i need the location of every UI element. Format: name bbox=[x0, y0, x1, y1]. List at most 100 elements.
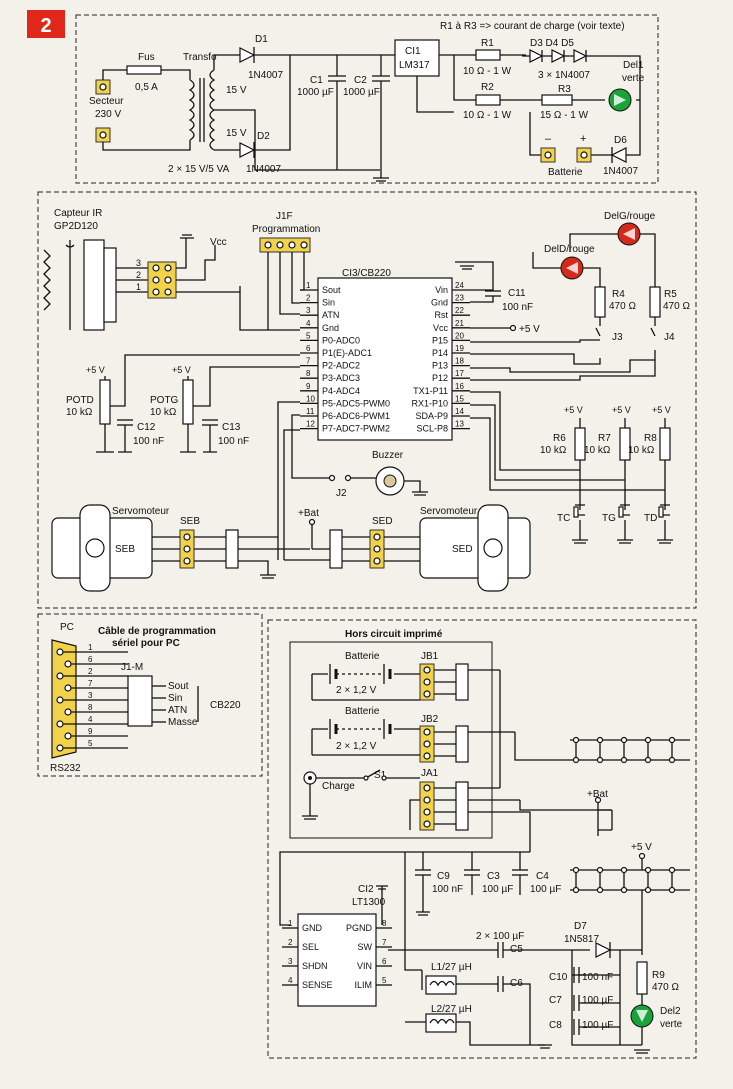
chip-pin-number: 9 bbox=[306, 382, 311, 391]
td-label: TD bbox=[644, 513, 657, 524]
chip-pin-label: SCL-P8 bbox=[416, 424, 448, 434]
potg-label: POTG bbox=[150, 395, 179, 406]
d345-labels: D3 D4 D5 bbox=[530, 38, 574, 49]
r6-label: R6 bbox=[553, 433, 566, 444]
c10-value: 100 nF bbox=[582, 972, 613, 983]
chip-pin-label: P13 bbox=[432, 361, 448, 371]
pc-label: PC bbox=[60, 622, 74, 633]
chip-pin-number: 11 bbox=[306, 407, 315, 416]
db9-pin-number: 6 bbox=[88, 655, 93, 664]
chip-pin-number: 18 bbox=[455, 357, 464, 366]
chip-pin-number: 3 bbox=[306, 306, 311, 315]
r8-label: R8 bbox=[644, 433, 657, 444]
d6-label: D6 bbox=[614, 135, 627, 146]
del2-label: Del2 bbox=[660, 1006, 681, 1017]
r7-label: R7 bbox=[598, 433, 611, 444]
chip-pin-number: 14 bbox=[455, 407, 464, 416]
chip-pin-number: 12 bbox=[306, 420, 315, 429]
chip-pin-label: P2-ADC2 bbox=[322, 361, 360, 371]
chip-pin-label: TX1-P11 bbox=[413, 386, 448, 396]
potd-value: 10 kΩ bbox=[66, 407, 93, 418]
lt-pin-number: 6 bbox=[382, 957, 387, 966]
batt2-value: 2 × 1,2 V bbox=[336, 741, 377, 752]
d2-label: D2 bbox=[257, 131, 270, 142]
db9-pin-number: 2 bbox=[88, 667, 93, 676]
transfo-rating: 2 × 15 V/5 VA bbox=[168, 164, 230, 175]
chip-pin-label: P3-ADC3 bbox=[322, 373, 360, 383]
chip-pin-number: 21 bbox=[455, 319, 464, 328]
cable-signal-label: Masse bbox=[168, 717, 198, 728]
serial-cable-section: Câble de programmation sériel pour PC PC… bbox=[37, 613, 263, 777]
batt2-label: Batterie bbox=[345, 706, 380, 717]
ja1-label: JA1 bbox=[421, 768, 439, 779]
lt1300-chip bbox=[297, 913, 377, 1007]
chip-pin-label: P4-ADC4 bbox=[322, 386, 360, 396]
s1-label: S1 bbox=[374, 770, 387, 781]
r1-value: 10 Ω - 1 W bbox=[463, 66, 512, 77]
cb220-label: CB220 bbox=[210, 700, 241, 711]
chip-pin-number: 24 bbox=[455, 281, 464, 290]
d1-label: D1 bbox=[255, 34, 268, 45]
potd-label: POTD bbox=[66, 395, 94, 406]
r4-label: R4 bbox=[612, 289, 625, 300]
chip-pin-number: 20 bbox=[455, 331, 464, 340]
chip-label: CI3/CB220 bbox=[342, 268, 391, 279]
chip-pin-number: 10 bbox=[306, 394, 315, 403]
tg-label: TG bbox=[602, 513, 616, 524]
chip-pin-label: Sin bbox=[322, 298, 335, 308]
chip-pin-number: 13 bbox=[455, 420, 464, 429]
chip-pin-label: Gnd bbox=[431, 298, 448, 308]
plus5v-label: +5 V bbox=[519, 324, 540, 335]
j1f-label: J1F bbox=[276, 211, 293, 222]
delg-label: DelG/rouge bbox=[604, 211, 656, 222]
c13-label: C13 bbox=[222, 422, 241, 433]
batt1-label: Batterie bbox=[345, 651, 380, 662]
cable-title-1: Câble de programmation bbox=[98, 626, 216, 637]
db9-pin bbox=[56, 744, 64, 752]
r3-label: R3 bbox=[558, 84, 571, 95]
ir-pin-1: 1 bbox=[136, 282, 141, 292]
c12-value: 100 nF bbox=[133, 436, 164, 447]
programmation-label: Programmation bbox=[252, 224, 320, 235]
chip-pin-number: 16 bbox=[455, 382, 464, 391]
secondary-voltage-1: 15 V bbox=[226, 85, 247, 96]
r5-label: R5 bbox=[664, 289, 677, 300]
l1-label: L1/27 µH bbox=[431, 962, 472, 973]
seb-connector-label: SEB bbox=[180, 516, 200, 527]
battery-minus: – bbox=[545, 133, 552, 145]
chip-pin-label: P12 bbox=[432, 373, 448, 383]
c8-value: 100 µF bbox=[582, 1020, 613, 1031]
main-controller-section: Capteur IR GP2D120 3 2 1 Vcc J1F Program… bbox=[37, 191, 697, 609]
d2-type: 1N4007 bbox=[246, 164, 281, 175]
chip-pin-label: SDA-P9 bbox=[415, 411, 448, 421]
lt-pin-label: SHDN bbox=[302, 961, 328, 971]
secteur-label: Secteur bbox=[89, 96, 124, 107]
jumper-array bbox=[570, 736, 690, 894]
potg-value: 10 kΩ bbox=[150, 407, 177, 418]
d345-value: 3 × 1N4007 bbox=[538, 70, 590, 81]
jb2-label: JB2 bbox=[421, 714, 439, 725]
c2-label: C2 bbox=[354, 75, 367, 86]
r4-value: 470 Ω bbox=[609, 301, 636, 312]
lt-pin-number: 5 bbox=[382, 976, 387, 985]
j2-label: J2 bbox=[336, 488, 347, 499]
cable-signal-label: Sin bbox=[168, 693, 182, 704]
lower-power-section: Hors circuit imprimé Batterie 2 × 1,2 V … bbox=[267, 619, 697, 1059]
d6-type: 1N4007 bbox=[603, 166, 638, 177]
servo-left-label: Servomoteur bbox=[112, 506, 170, 517]
c11-value: 100 nF bbox=[502, 302, 533, 313]
j1m-label: J1-M bbox=[121, 662, 143, 673]
battery-plus: + bbox=[580, 133, 586, 145]
chip-pin-number: 5 bbox=[306, 331, 311, 340]
d7-type: 1N5817 bbox=[564, 934, 599, 945]
charge-label: Charge bbox=[322, 781, 355, 792]
r2-value: 10 Ω - 1 W bbox=[463, 110, 512, 121]
db9-pin bbox=[56, 720, 64, 728]
fuse-value: 0,5 A bbox=[135, 82, 158, 93]
db9-pin bbox=[64, 708, 72, 716]
